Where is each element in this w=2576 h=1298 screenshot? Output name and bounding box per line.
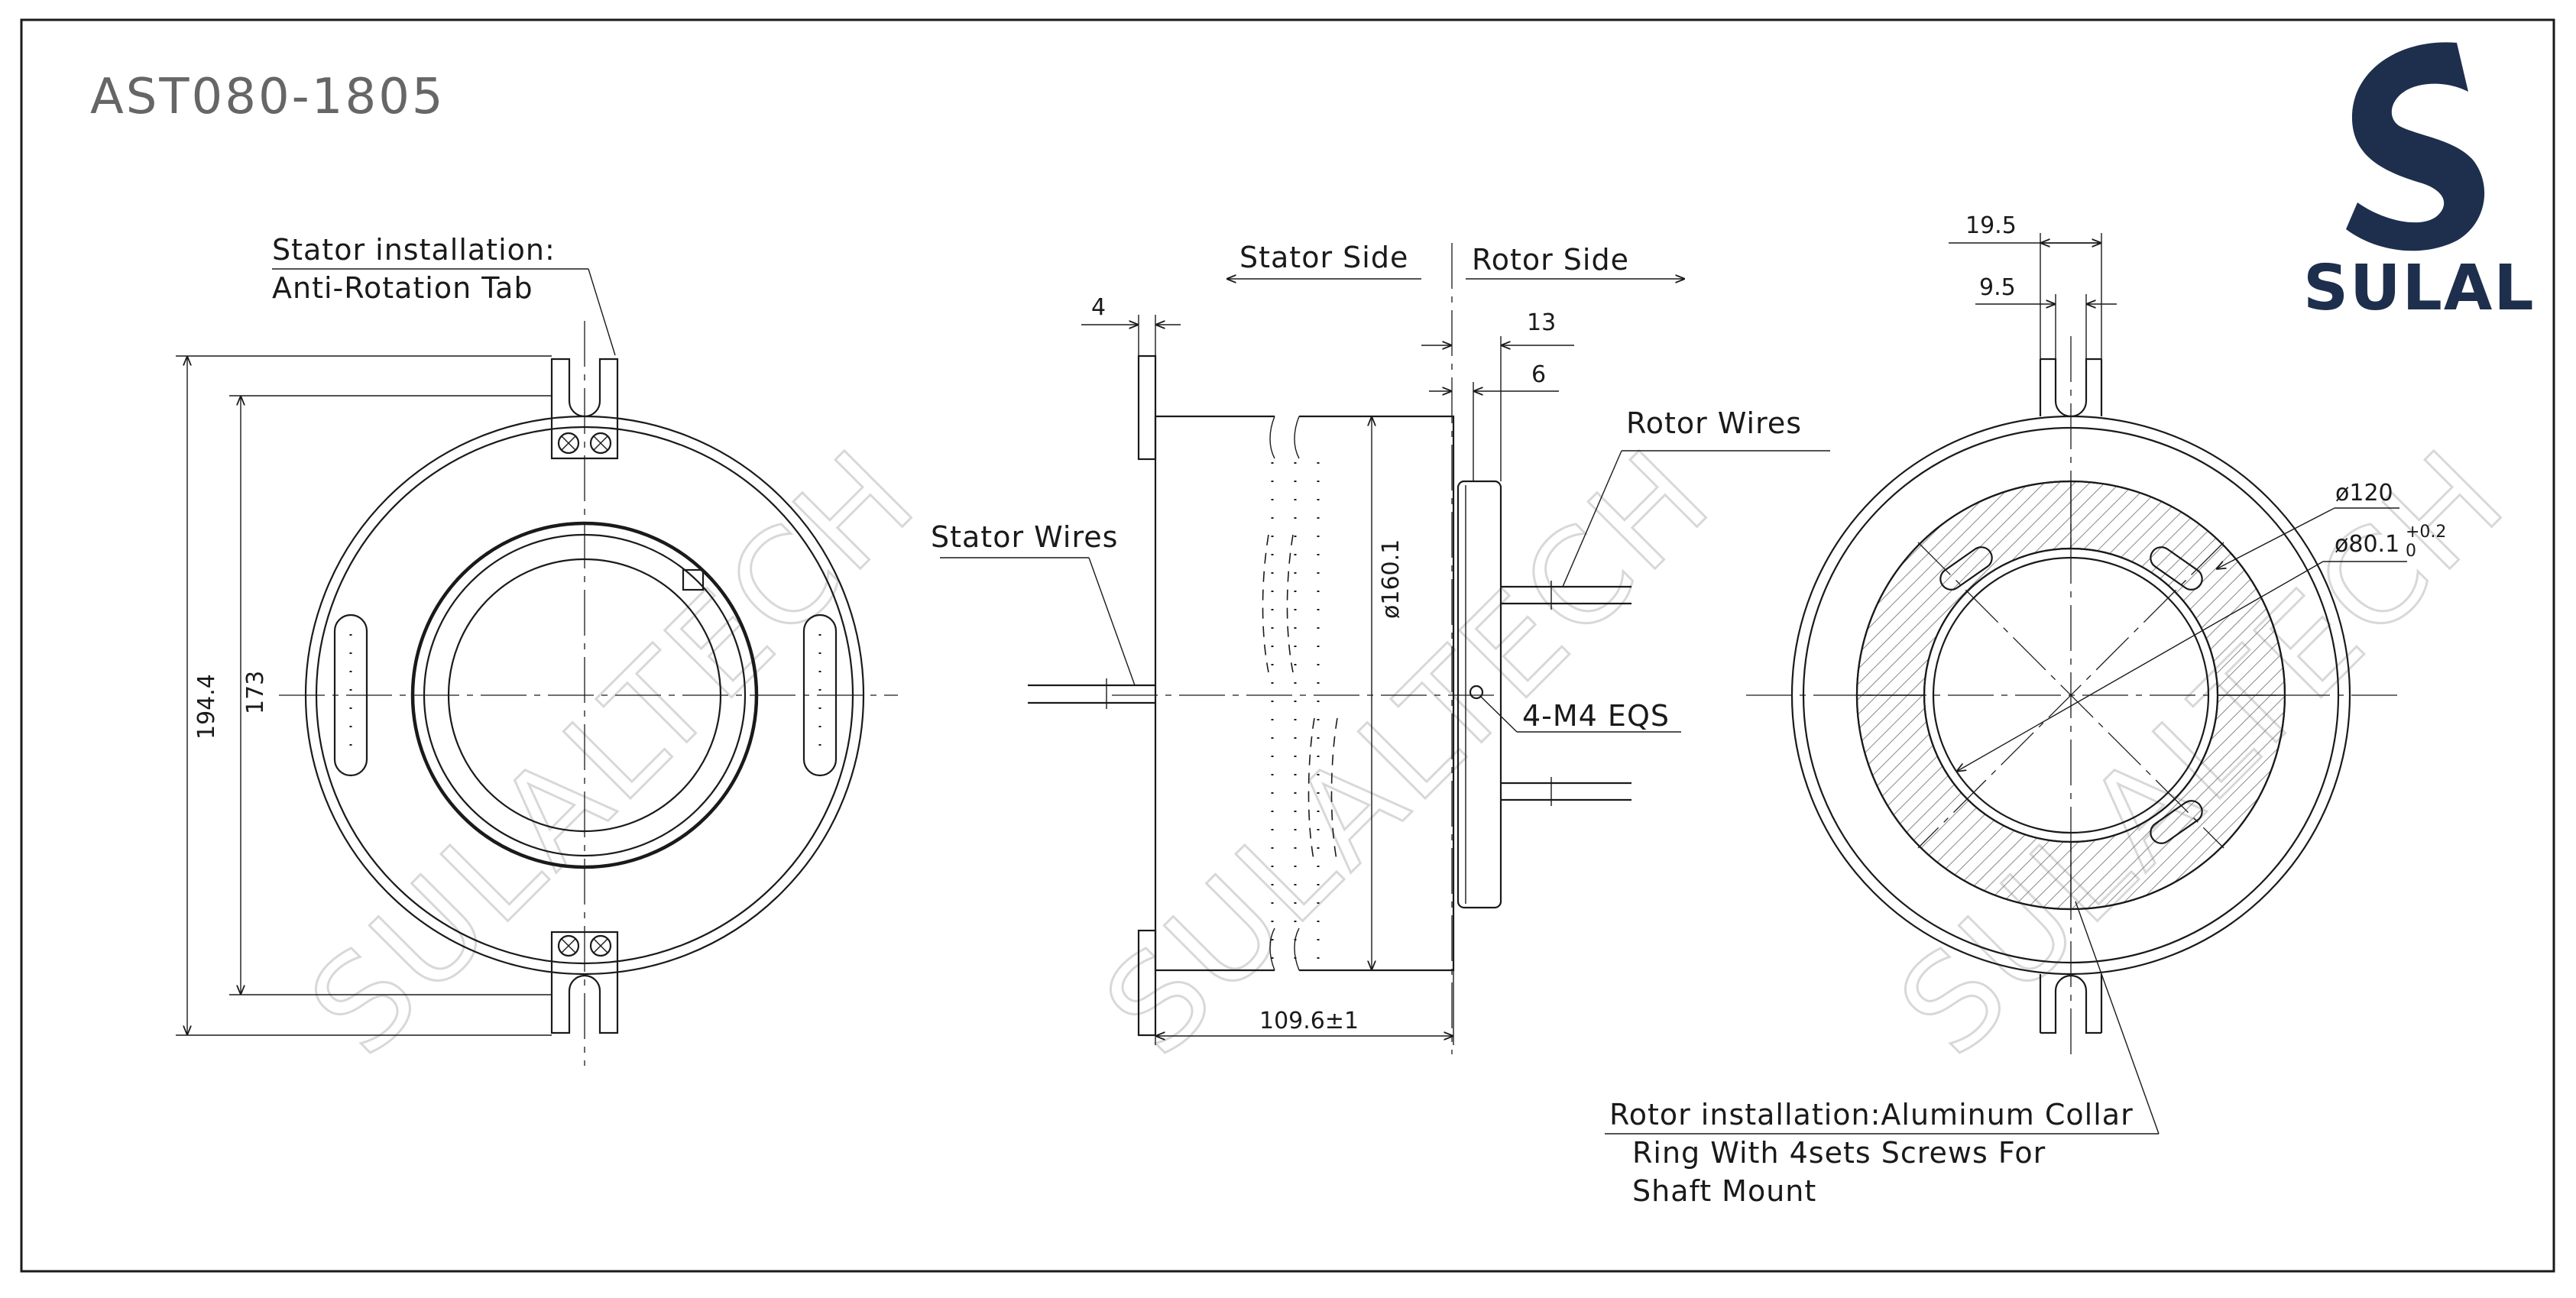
dim-9-5: 9.5 (1979, 274, 2016, 301)
s-logo-icon (2346, 42, 2485, 251)
rotor-wires-label: Rotor Wires (1626, 406, 1802, 440)
rotor-side-label: Rotor Side (1472, 243, 1629, 277)
dim-diameter-160: ø160.1 (1378, 539, 1405, 619)
rotor-note-line1: Rotor installation:Aluminum Collar (1609, 1098, 2134, 1131)
dim-inner-height: 173 (242, 671, 269, 714)
stator-note-line1: Stator installation: (272, 233, 556, 267)
watermark-middle: SULALTECH (1077, 420, 1741, 1084)
dim-19-5: 19.5 (1965, 212, 2017, 239)
drawing-border (20, 18, 2555, 1273)
stator-side-label: Stator Side (1239, 241, 1408, 274)
side-view: 4 13 6 ø160.1 109.6±1 Stator Side Rotor … (931, 241, 1830, 1054)
thread-label: 4-M4 EQS (1522, 699, 1670, 733)
rotor-note-line2: Ring With 4sets Screws For (1632, 1136, 2046, 1170)
logo-text: SULAL (2303, 252, 2535, 325)
company-logo: SULAL (2303, 42, 2535, 325)
drawing-title: AST080-1805 (90, 69, 446, 125)
dim-13: 13 (1527, 309, 1556, 336)
rear-view: 19.5 9.5 ø120 ø80.1 +0.2 0 Rotor install… (1605, 212, 2446, 1208)
dim-outer-height: 194.4 (193, 674, 220, 740)
front-view: 194.4 173 Stator installation: Anti-Rota… (176, 233, 898, 1066)
dim-diameter-80-tol-lower: 0 (2406, 542, 2416, 561)
dim-diameter-80: ø80.1 (2335, 531, 2399, 558)
dim-diameter-80-tol-upper: +0.2 (2406, 523, 2446, 542)
rotor-note-line3: Shaft Mount (1632, 1174, 1816, 1208)
dim-diameter-120: ø120 (2335, 480, 2393, 507)
dim-6: 6 (1531, 361, 1546, 388)
dim-length: 109.6±1 (1259, 1008, 1359, 1034)
stator-wires-label: Stator Wires (931, 520, 1118, 554)
stator-note-line2: Anti-Rotation Tab (272, 271, 533, 305)
dim-flange-thickness: 4 (1091, 294, 1106, 321)
